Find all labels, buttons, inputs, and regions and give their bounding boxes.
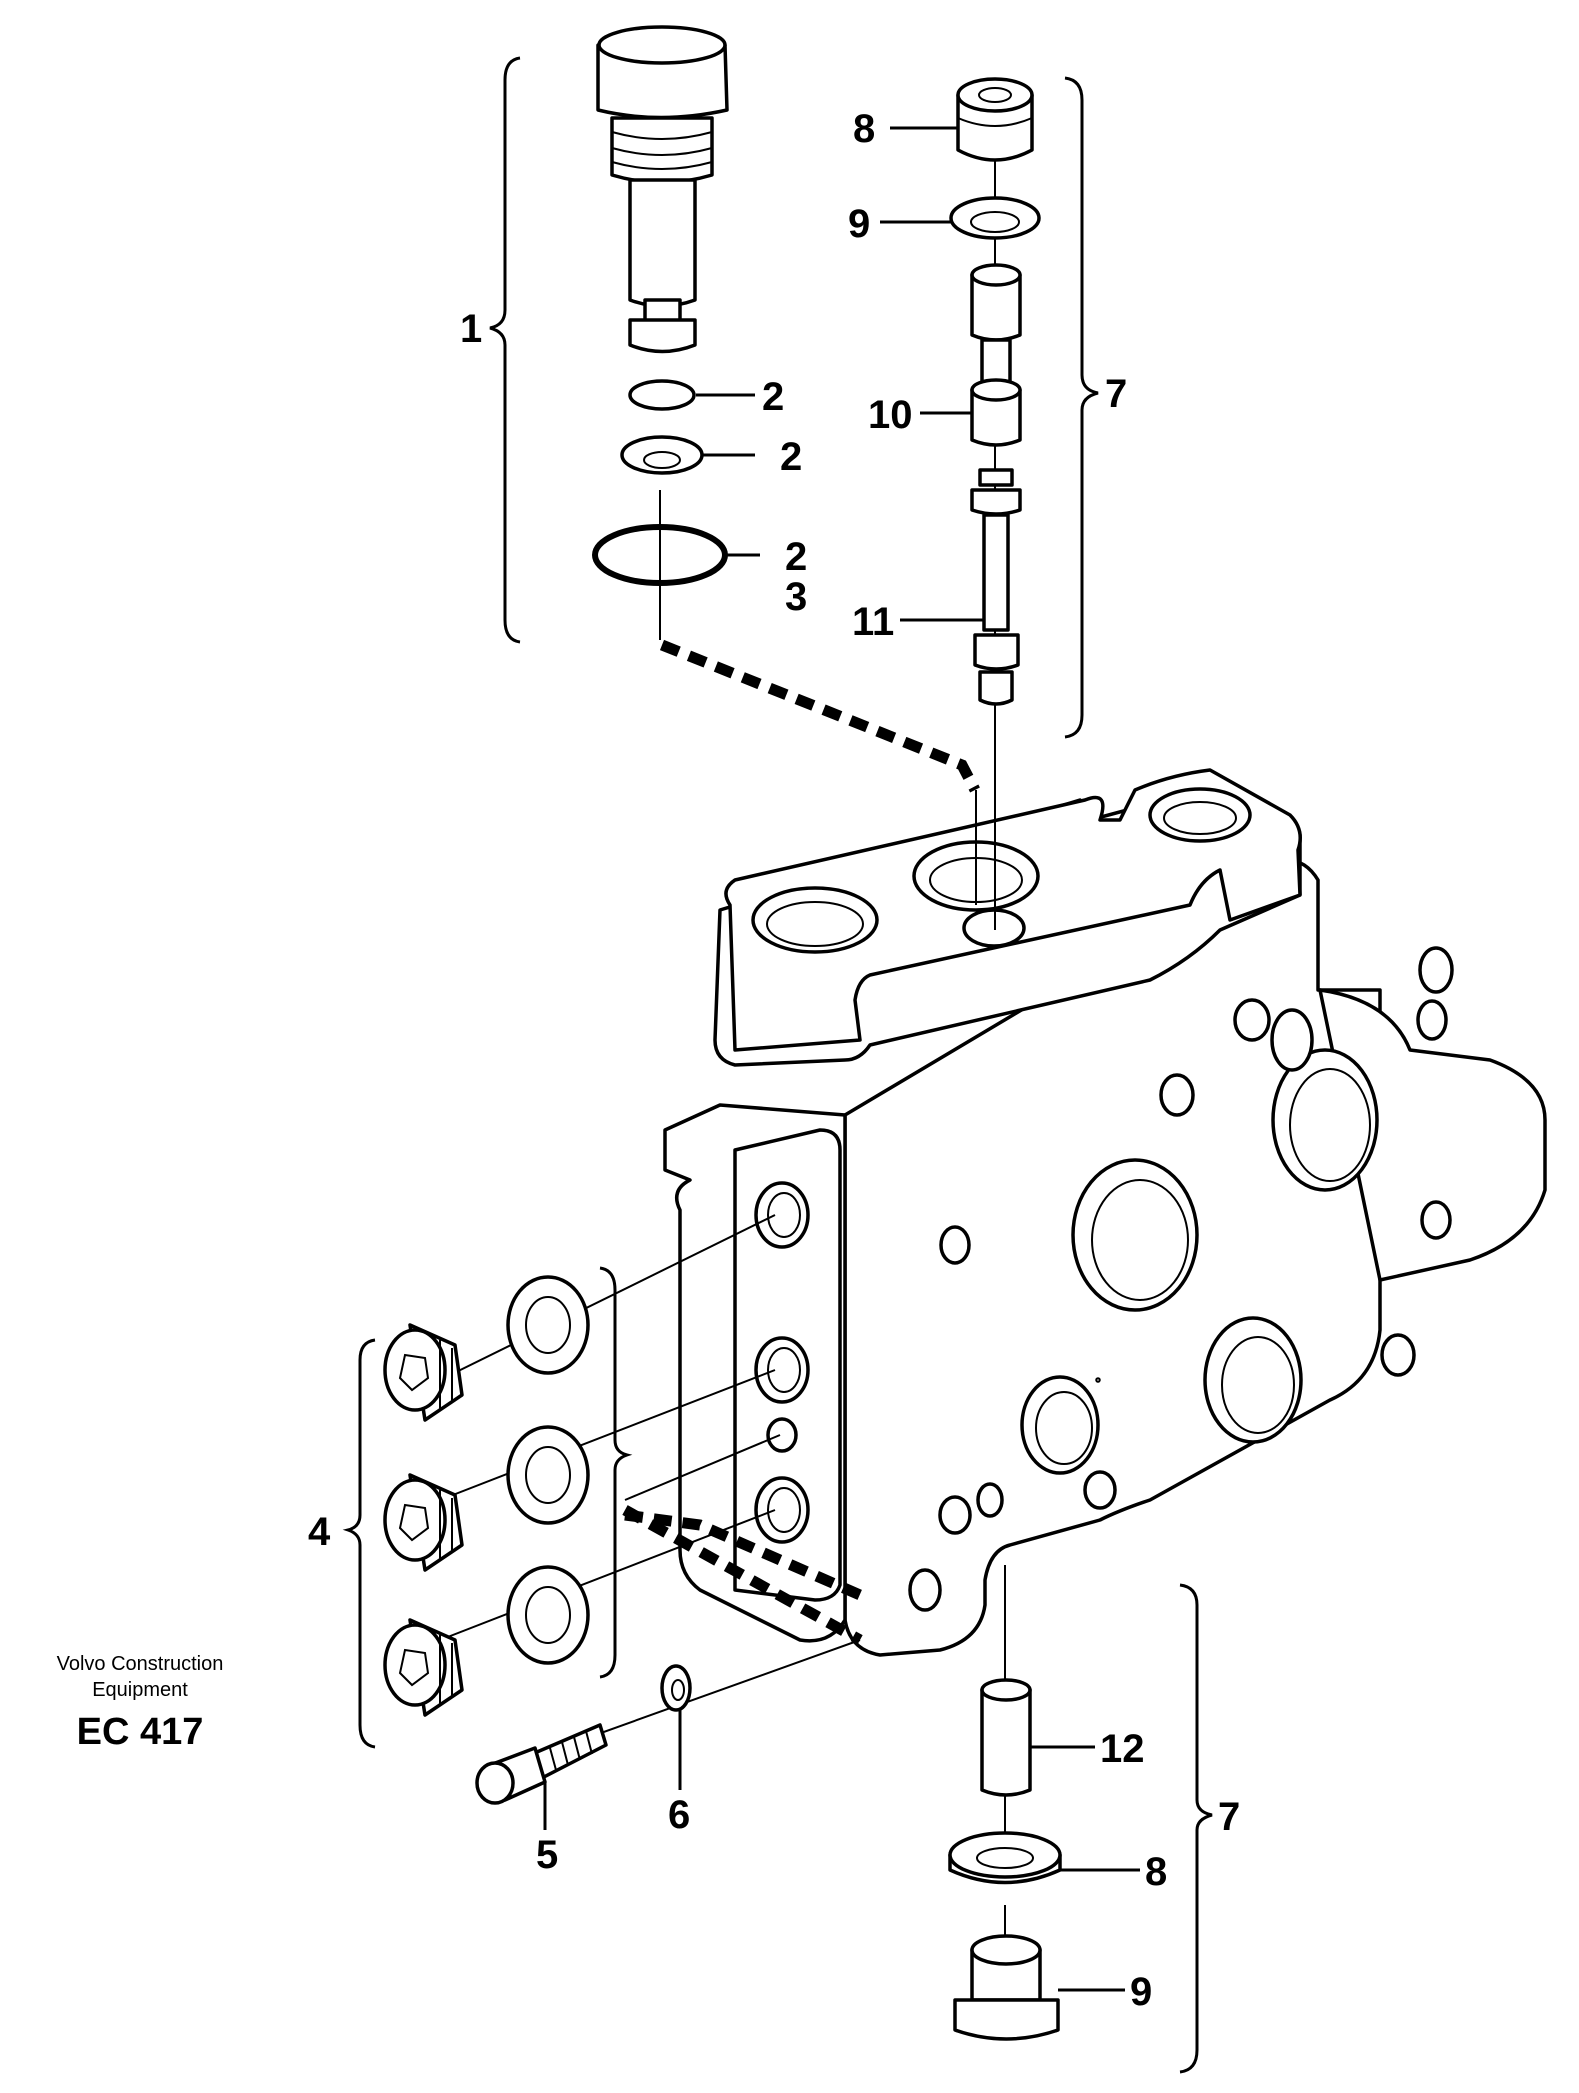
callout-8a: 8 bbox=[853, 107, 875, 151]
brace-7-top bbox=[1064, 76, 1099, 739]
callout-7b: 7 bbox=[1218, 1795, 1240, 1839]
callout-6: 6 bbox=[668, 1793, 690, 1837]
leader-lines bbox=[543, 126, 1140, 1992]
seal-ring-2a bbox=[628, 379, 696, 411]
callout-8b: 8 bbox=[1145, 1850, 1167, 1894]
callout-5: 5 bbox=[536, 1833, 558, 1877]
o-ring-2c bbox=[592, 524, 728, 586]
seal-ring-2b bbox=[620, 435, 704, 475]
washer-6 bbox=[660, 1664, 692, 1712]
washer-4a bbox=[506, 1275, 590, 1375]
valve-section-body bbox=[663, 768, 1547, 1657]
brand-block: Volvo Construction Equipment EC 417 bbox=[57, 1653, 224, 1753]
brace-4-right bbox=[599, 1266, 633, 1679]
plug-8-top bbox=[956, 77, 1034, 162]
callout-2a: 2 bbox=[762, 375, 784, 419]
spring-10 bbox=[970, 263, 1022, 447]
washer-8-bottom bbox=[948, 1831, 1062, 1885]
screw-5 bbox=[475, 1723, 608, 1805]
plug-4c bbox=[383, 1618, 464, 1717]
callout-2b: 2 bbox=[780, 435, 802, 479]
relief-valve-cartridge bbox=[596, 25, 729, 354]
brace-7-bottom bbox=[1179, 1583, 1213, 2074]
callout-9b: 9 bbox=[1130, 1970, 1152, 2014]
callout-11: 11 bbox=[852, 600, 894, 644]
drawing-code: EC 417 bbox=[77, 1711, 204, 1753]
callout-4: 4 bbox=[308, 1510, 331, 1554]
washer-9-top bbox=[949, 196, 1041, 240]
callout-1: 1 bbox=[460, 307, 482, 351]
callouts: 1 2 2 2 3 8 9 10 11 7 4 5 6 12 8 9 7 bbox=[308, 107, 1240, 2014]
callout-9a: 9 bbox=[848, 202, 870, 246]
washer-4b bbox=[506, 1425, 590, 1525]
callout-3: 3 bbox=[785, 575, 807, 619]
spring-12 bbox=[980, 1678, 1032, 1797]
brand-line-1: Volvo Construction bbox=[57, 1653, 224, 1675]
plug-9-bottom bbox=[953, 1934, 1060, 2041]
callout-7a: 7 bbox=[1105, 372, 1127, 416]
plug-4b bbox=[383, 1473, 464, 1572]
callout-12: 12 bbox=[1100, 1727, 1145, 1771]
callout-10: 10 bbox=[868, 393, 913, 437]
callout-2c: 2 bbox=[785, 535, 807, 579]
plug-set-4 bbox=[383, 1275, 590, 1717]
brand-line-2: Equipment bbox=[92, 1679, 188, 1701]
washer-4c bbox=[506, 1565, 590, 1665]
poppet-11 bbox=[970, 468, 1022, 706]
brace-4-left bbox=[342, 1338, 376, 1749]
plug-4a bbox=[383, 1323, 464, 1422]
brace-1 bbox=[489, 56, 521, 644]
